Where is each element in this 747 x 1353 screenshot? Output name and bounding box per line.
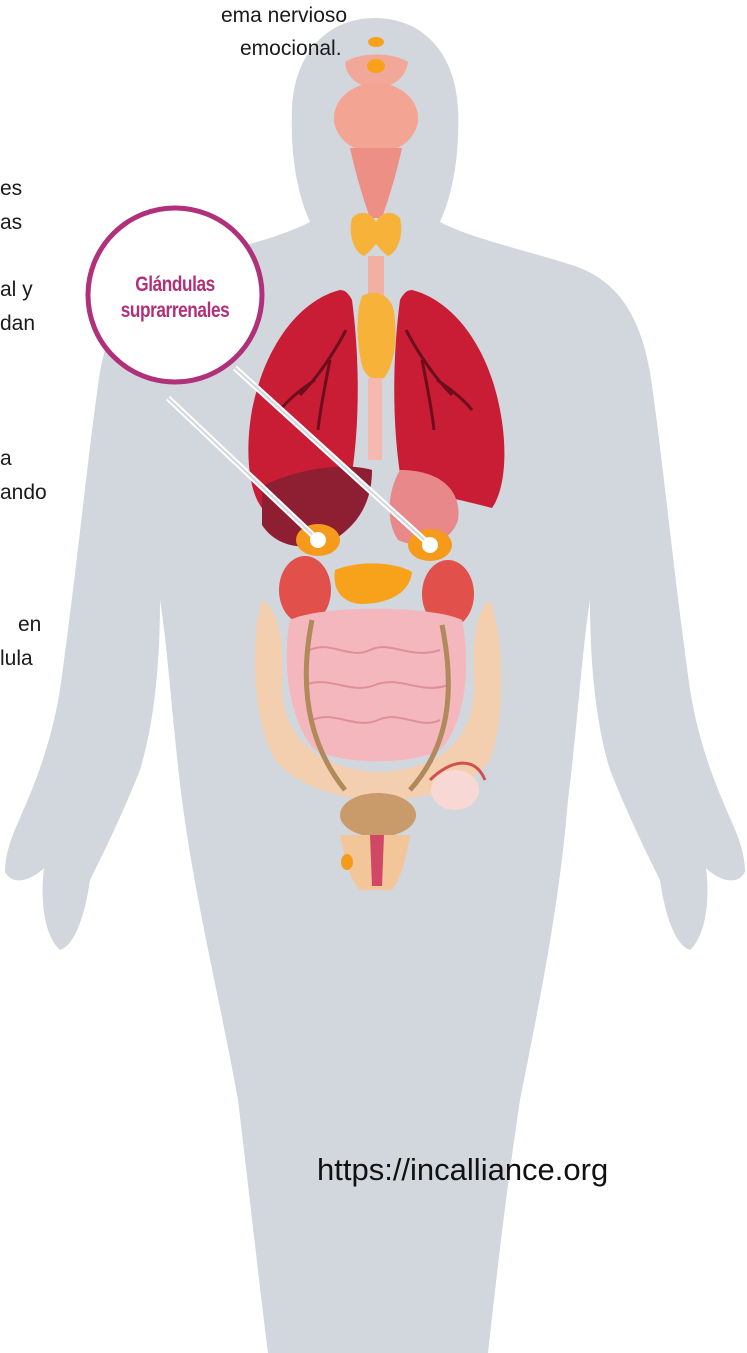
text-fragment: al y bbox=[0, 277, 33, 303]
text-fragment: en bbox=[18, 612, 41, 638]
adrenal-gland-pointer-right bbox=[422, 537, 438, 553]
thymus-gland bbox=[358, 293, 396, 380]
trachea bbox=[368, 256, 384, 298]
text-fragment: a bbox=[0, 446, 12, 472]
bladder bbox=[340, 793, 416, 837]
text-fragment: as bbox=[0, 210, 22, 236]
pineal-gland bbox=[368, 37, 384, 47]
callout-label-line-2: suprarrenales bbox=[109, 298, 240, 324]
testis bbox=[341, 854, 353, 870]
text-fragment: ando bbox=[0, 480, 47, 506]
neck-structure bbox=[334, 83, 418, 153]
reproductive-center bbox=[370, 835, 384, 886]
text-fragment: dan bbox=[0, 311, 35, 337]
source-url: https://incalliance.org bbox=[317, 1152, 608, 1188]
callout-label-line-1: Glándulas bbox=[109, 272, 240, 298]
text-fragment: emocional. bbox=[240, 36, 342, 62]
pituitary-gland bbox=[367, 59, 385, 73]
adrenal-gland-pointer-left bbox=[310, 532, 326, 548]
text-fragment: es bbox=[0, 176, 22, 202]
callout-label: Glándulas suprarrenales bbox=[109, 272, 240, 324]
ovary bbox=[431, 770, 479, 810]
text-fragment: lula bbox=[0, 646, 33, 672]
esophagus bbox=[368, 378, 382, 460]
text-fragment: ema nervioso bbox=[221, 3, 347, 29]
